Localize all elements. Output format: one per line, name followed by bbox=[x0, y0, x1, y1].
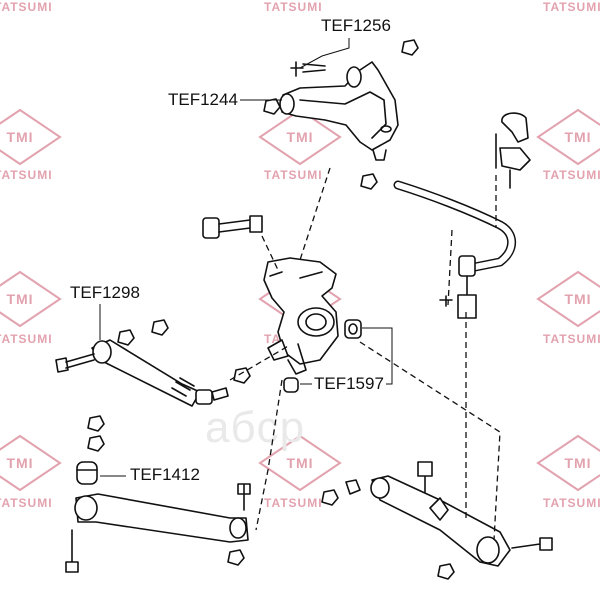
nut bbox=[360, 173, 378, 190]
label-tef1298: TEF1298 bbox=[68, 283, 142, 302]
svg-text:TMI: TMI bbox=[564, 455, 591, 471]
tmi-logo bbox=[536, 270, 600, 328]
stabilizer-bracket bbox=[495, 112, 531, 189]
label-tef1412: TEF1412 bbox=[128, 465, 202, 484]
knuckle bbox=[263, 257, 339, 375]
label-tef1256: TEF1256 bbox=[319, 16, 393, 35]
nut bbox=[87, 415, 105, 432]
label-tef1244: TEF1244 bbox=[166, 90, 240, 109]
svg-text:TMI: TMI bbox=[564, 291, 591, 307]
svg-text:TMI: TMI bbox=[6, 129, 33, 145]
watermark-caption: TATSUMI bbox=[264, 496, 323, 510]
stabilizer-bar bbox=[393, 180, 517, 319]
watermark-caption: TATSUMI bbox=[0, 0, 53, 14]
tmi-logo bbox=[536, 108, 600, 166]
tmi-logo bbox=[0, 434, 62, 492]
watermark-caption: TATSUMI bbox=[0, 168, 53, 182]
nut bbox=[117, 329, 135, 346]
svg-text:TMI: TMI bbox=[6, 455, 33, 471]
nut bbox=[233, 367, 251, 384]
bushing bbox=[283, 377, 299, 393]
watermark-caption: TATSUMI bbox=[0, 496, 53, 510]
nut bbox=[437, 563, 455, 580]
watermark-caption: TATSUMI bbox=[264, 0, 323, 14]
nut bbox=[401, 39, 419, 56]
tmi-logo bbox=[536, 434, 600, 492]
nut bbox=[263, 98, 281, 115]
nut bbox=[87, 435, 105, 452]
tmi-logo bbox=[258, 108, 342, 166]
bushing bbox=[344, 319, 362, 339]
watermark-caption: TATSUMI bbox=[543, 168, 600, 182]
lower-arm-right bbox=[345, 461, 553, 567]
svg-text:TMI: TMI bbox=[286, 129, 313, 145]
watermark-caption: TATSUMI bbox=[0, 332, 53, 346]
lower-arm-left bbox=[65, 493, 249, 573]
site-watermark: aбcp bbox=[205, 403, 306, 452]
bushing bbox=[76, 461, 98, 485]
svg-text:TMI: TMI bbox=[564, 129, 591, 145]
lateral-arm bbox=[55, 339, 229, 407]
bolt bbox=[202, 215, 263, 239]
nut bbox=[321, 489, 339, 506]
svg-text:TMI: TMI bbox=[286, 455, 313, 471]
watermark-caption: TATSUMI bbox=[543, 0, 600, 14]
nut bbox=[151, 319, 169, 336]
tmi-logo bbox=[0, 108, 62, 166]
label-tef1597: TEF1597 bbox=[312, 374, 386, 393]
svg-text:TMI: TMI bbox=[6, 291, 33, 307]
nut bbox=[227, 549, 245, 566]
watermark-caption: TATSUMI bbox=[543, 332, 600, 346]
tmi-logo bbox=[0, 270, 62, 328]
watermark-caption: TATSUMI bbox=[264, 168, 323, 182]
watermark-caption: TATSUMI bbox=[543, 496, 600, 510]
upper-control-arm bbox=[279, 61, 399, 161]
tmi-logo bbox=[258, 434, 342, 492]
bolt bbox=[237, 483, 251, 511]
